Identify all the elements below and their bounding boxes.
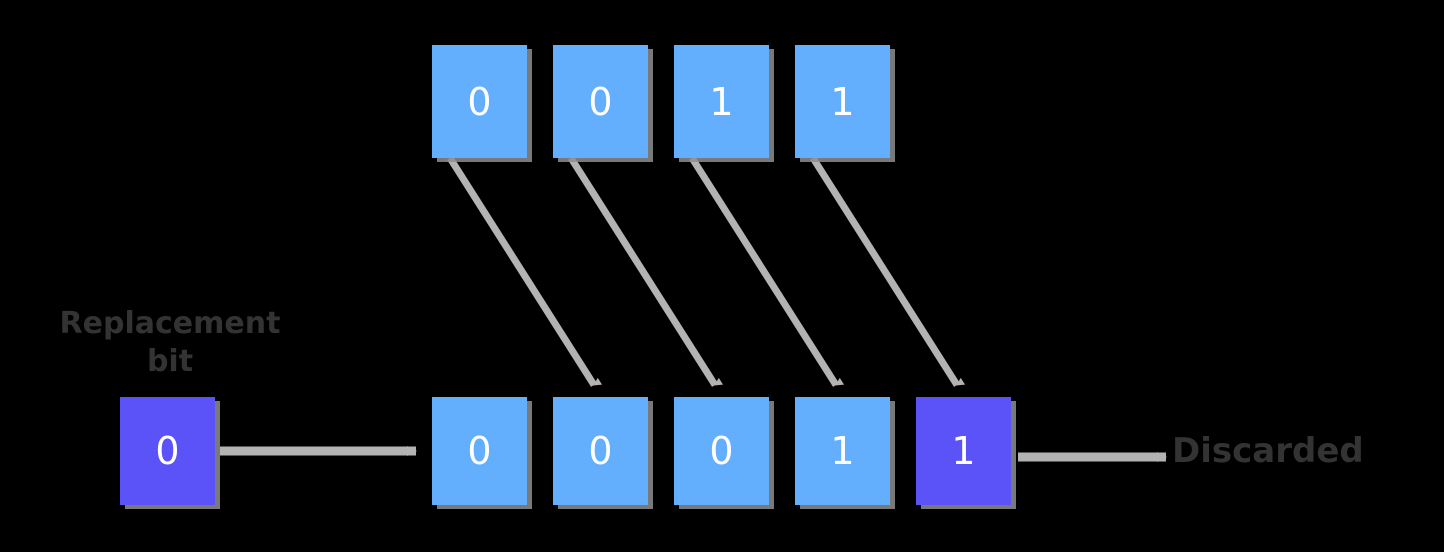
- input-bit-3[interactable]: 1: [795, 45, 890, 158]
- shift-connector-2: [689, 156, 845, 387]
- shift-connector-1: [568, 156, 724, 387]
- output-bit-2-value: 0: [709, 429, 734, 473]
- output-bit-4[interactable]: 1: [916, 397, 1011, 505]
- replacement-bit-label-line2: bit: [146, 343, 194, 379]
- input-bit-0[interactable]: 0: [432, 45, 527, 158]
- output-bit-1[interactable]: 0: [553, 397, 648, 505]
- replacement-bit-label-line1: Replacement: [59, 306, 281, 341]
- output-bit-4-value: 1: [951, 429, 976, 473]
- input-bit-1[interactable]: 0: [553, 45, 648, 158]
- output-bit-3[interactable]: 1: [795, 397, 890, 505]
- shift-edges-group: [447, 156, 966, 387]
- discarded-label: Discarded: [1172, 431, 1364, 471]
- input-bit-2[interactable]: 1: [674, 45, 769, 158]
- input-bit-0-value: 0: [467, 79, 492, 124]
- output-bit-0[interactable]: 0: [432, 397, 527, 505]
- shift-connector-3: [810, 156, 966, 387]
- output-bit-3-value: 1: [830, 429, 855, 473]
- input-bit-1-value: 0: [588, 79, 613, 124]
- input-bit-3-value: 1: [830, 79, 855, 124]
- output-bit-2[interactable]: 0: [674, 397, 769, 505]
- shift-connector-0: [447, 156, 603, 387]
- replacement-bit[interactable]: 0: [120, 397, 215, 505]
- input-bit-2-value: 1: [709, 79, 734, 124]
- replacement-bit-value: 0: [155, 429, 180, 473]
- output-bit-0-value: 0: [467, 429, 492, 473]
- output-bit-1-value: 0: [588, 429, 613, 473]
